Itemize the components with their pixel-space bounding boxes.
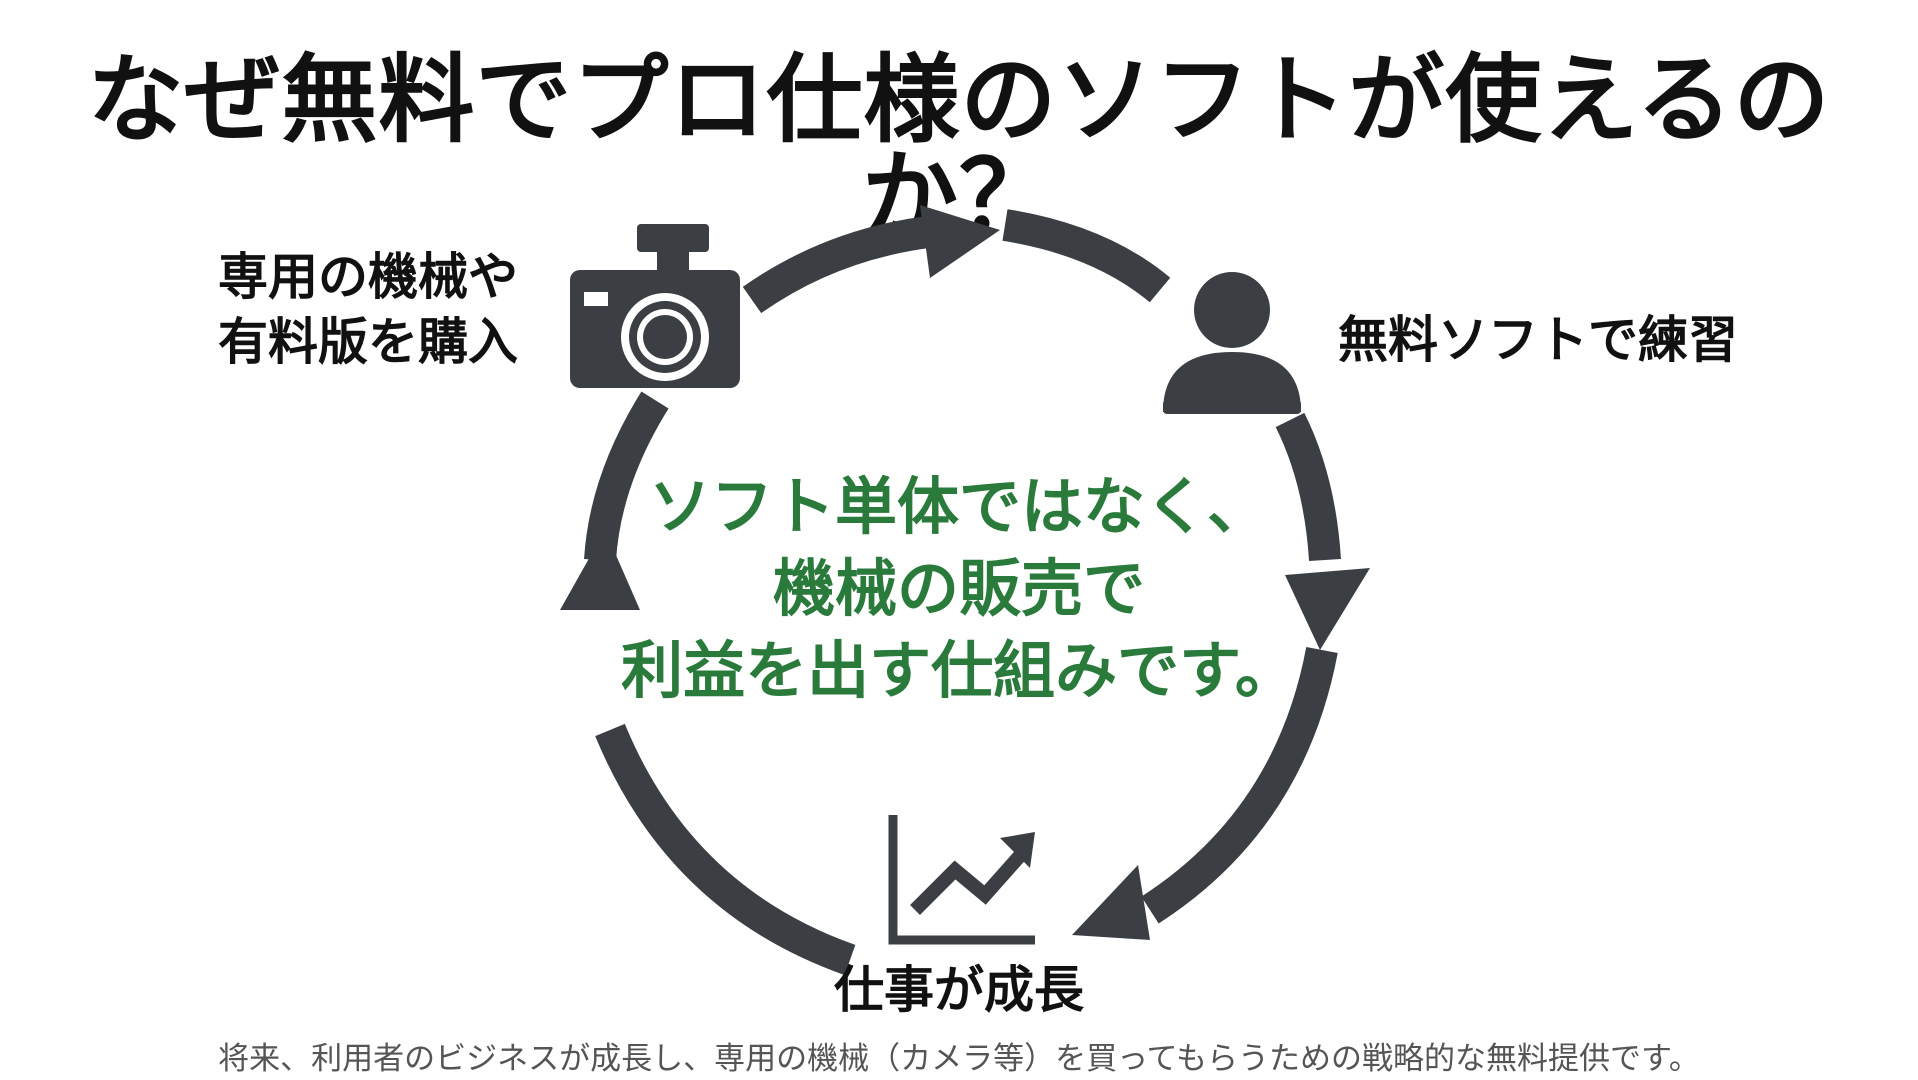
cycle-arrow-practice-to-grow: [1275, 412, 1341, 562]
node-label-buy-line1: 専用の機械や: [218, 248, 518, 306]
camera-icon: [570, 224, 740, 388]
growth-chart-icon: [888, 815, 1035, 945]
arrowhead-right: [1285, 568, 1370, 650]
node-label-buy: 専用の機械や 有料版を購入: [218, 245, 518, 375]
node-label-practice: 無料ソフトで練習: [1338, 311, 1738, 369]
cycle-arrow-right-lower: [1141, 647, 1338, 924]
cycle-arrow-buy-to-practice: [742, 216, 931, 314]
footer-note: 将来、利用者のビジネスが成長し、専用の機械（カメラ等）を買ってもらうための戦略的…: [218, 1041, 1700, 1077]
cycle-arrow-top-segment: [1002, 209, 1171, 303]
arrowhead-top: [920, 205, 1000, 278]
center-message: ソフト単体ではなく、 機械の販売で 利益を出す仕組みです。: [559, 466, 1359, 711]
cycle-arrow-grow-to-buy: [595, 723, 856, 976]
arrowhead-bottom: [1072, 865, 1150, 940]
node-label-buy-line2: 有料版を購入: [218, 313, 518, 371]
page-title: なぜ無料でプロ仕様のソフトが使えるのか？: [87, 44, 1831, 252]
node-label-grow: 仕事が成長: [834, 961, 1084, 1019]
center-message-line2: 機械の販売で: [772, 551, 1145, 625]
center-message-line3: 利益を出す仕組みです。: [621, 633, 1297, 707]
center-message-line1: ソフト単体ではなく、: [648, 470, 1269, 543]
person-icon: [1163, 272, 1301, 414]
arrowhead-left: [560, 530, 640, 610]
